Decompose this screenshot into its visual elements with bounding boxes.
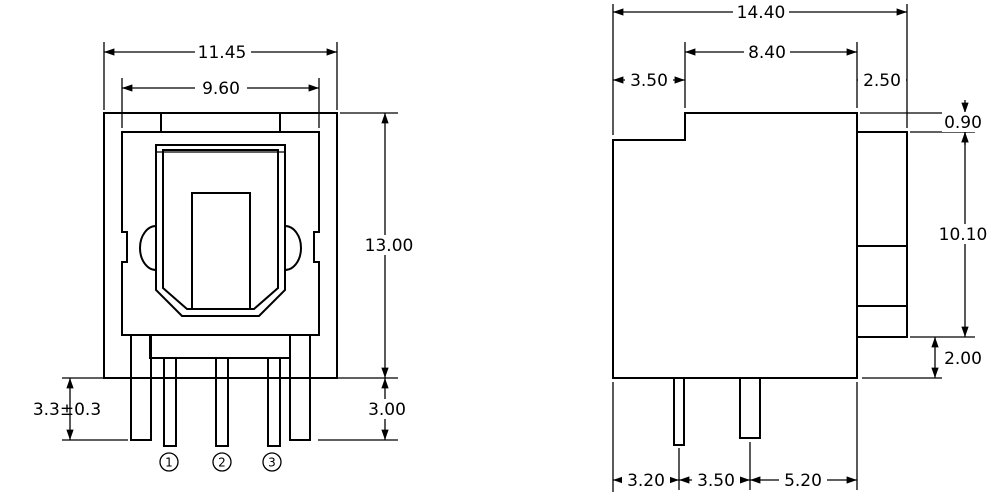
front-body: [103, 112, 338, 379]
side-body: [612, 112, 908, 379]
dim-side-pin-pos-3: 5.20: [784, 471, 822, 491]
side-pins: [673, 377, 761, 446]
dim-side-right-offset: 2.50: [863, 71, 901, 91]
dim-side-port-height: 10.10: [939, 225, 988, 245]
dim-front-pin-length: 3.00: [368, 400, 406, 420]
dim-front-width-inner: 9.60: [202, 79, 240, 99]
dim-side-top-width: 8.40: [748, 43, 786, 63]
front-dimensions: 11.45 9.60 13.00 3.00 3.3±0.3: [33, 42, 416, 441]
pin-label-1: 1: [165, 456, 173, 470]
dim-front-standoff: 3.3±0.3: [33, 400, 101, 420]
side-view: 14.40 8.40 3.50 2.50 0.90 10.10 2.00 3.2…: [612, 2, 990, 492]
dim-side-left-offset: 3.50: [630, 71, 668, 91]
dim-front-height: 13.00: [365, 236, 414, 256]
dim-side-bottom-gap: 2.00: [944, 349, 982, 369]
dim-side-pin-pos-1: 3.20: [627, 471, 665, 491]
dim-side-top-step: 0.90: [944, 113, 982, 133]
dim-side-pin-pos-2: 3.50: [697, 471, 735, 491]
front-view: 1 2 3 11.45 9.60 13.00 3.00 3.3±0.3: [33, 42, 416, 472]
side-dimensions: 14.40 8.40 3.50 2.50 0.90 10.10 2.00 3.2…: [612, 2, 990, 492]
pin-label-3: 3: [268, 456, 276, 470]
dim-side-total-width: 14.40: [737, 3, 786, 23]
pin-labels: 1 2 3: [159, 452, 282, 472]
front-pins: [130, 334, 311, 447]
pin-label-2: 2: [218, 456, 226, 470]
dim-front-width-outer: 11.45: [198, 43, 247, 63]
